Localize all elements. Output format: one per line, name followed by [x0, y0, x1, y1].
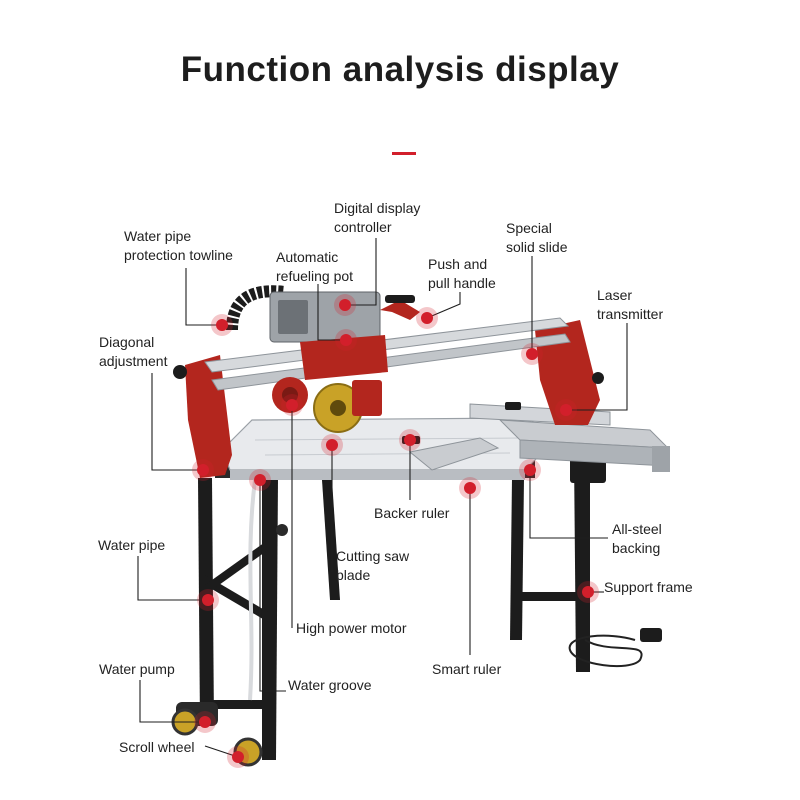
label-water-groove: Water groove — [288, 676, 372, 695]
marker-scroll-wheel — [232, 751, 244, 763]
diagonal-adjustment-knob[interactable] — [173, 365, 187, 379]
label-laser-transmitter: Laser transmitter — [597, 286, 663, 324]
leader-water-pipe-protection-towline — [185, 268, 222, 326]
leader-water-groove — [259, 480, 286, 692]
label-water-pump: Water pump — [99, 660, 175, 679]
page-title: Function analysis display — [180, 50, 620, 89]
marker-push-and-pull-handle — [421, 312, 433, 324]
marker-backer-ruler — [404, 434, 416, 446]
marker-smart-ruler — [464, 482, 476, 494]
marker-laser-transmitter — [560, 404, 572, 416]
label-line: All-steel — [612, 521, 662, 537]
power-cable — [568, 634, 643, 667]
label-line: controller — [334, 219, 392, 235]
label-line: Water pipe — [98, 537, 166, 553]
marker-cutting-saw-blade — [326, 439, 338, 451]
label-support-frame: Support frame — [604, 578, 693, 597]
power-plug — [640, 628, 662, 642]
marker-automatic-refueling-pot — [340, 334, 352, 346]
leader-water-pipe — [137, 556, 208, 601]
label-line: High power motor — [296, 620, 407, 636]
label-line: Automatic — [276, 249, 339, 265]
tow-chain — [226, 285, 286, 331]
label-line: Special — [506, 220, 552, 236]
leader-water-pump — [139, 680, 205, 723]
label-line: blade — [336, 567, 371, 583]
label-all-steel-backing: All-steel backing — [612, 520, 662, 558]
label-diagonal-adjustment: Diagonal adjustment — [99, 333, 167, 371]
slide-rails — [204, 317, 571, 391]
label-cutting-saw-blade: Cutting saw blade — [336, 547, 409, 585]
callout-markers — [192, 294, 599, 768]
marker-water-pipe-protection-towline — [216, 319, 228, 331]
marker-diagonal-adjustment — [197, 464, 209, 476]
marker-special-solid-slide — [526, 348, 538, 360]
label-line: pull handle — [428, 275, 496, 291]
leader-all-steel-backing — [529, 470, 608, 539]
water-pipe-tube — [248, 479, 257, 701]
marker-support-frame — [582, 586, 594, 598]
label-special-solid-slide: Special solid slide — [506, 219, 567, 257]
marker-water-pump — [199, 716, 211, 728]
label-line: Backer ruler — [374, 505, 450, 521]
leader-digital-display-controller — [345, 238, 377, 306]
marker-digital-display-controller — [339, 299, 351, 311]
leader-lines — [137, 238, 628, 758]
ruler-clamp[interactable] — [505, 402, 521, 410]
marker-water-groove — [254, 474, 266, 486]
label-digital-display-controller: Digital display controller — [334, 199, 420, 237]
label-high-power-motor: High power motor — [296, 619, 407, 638]
label-line: Water pump — [99, 661, 175, 677]
label-line: Water groove — [288, 677, 372, 693]
label-line: Laser — [597, 287, 633, 303]
label-line: Diagonal — [99, 334, 155, 350]
label-line: refueling pot — [276, 268, 354, 284]
label-line: transmitter — [597, 306, 664, 322]
leader-automatic-refueling-pot — [317, 284, 346, 341]
marker-high-power-motor — [286, 399, 298, 411]
label-automatic-refueling-pot: Automatic refueling pot — [276, 248, 353, 286]
leader-push-and-pull-handle — [426, 292, 461, 319]
label-water-pipe-protection-towline: Water pipe protection towline — [124, 227, 233, 265]
marker-all-steel-backing — [524, 464, 536, 476]
leader-diagonal-adjustment — [151, 373, 203, 471]
support-frame-structure — [198, 445, 606, 760]
label-line: Push and — [428, 256, 488, 272]
cutting-table — [221, 417, 551, 480]
label-push-and-pull-handle: Push and pull handle — [428, 255, 496, 293]
label-backer-ruler: Backer ruler — [374, 504, 449, 523]
label-scroll-wheel: Scroll wheel — [119, 738, 194, 757]
laser-knob[interactable] — [592, 372, 604, 384]
label-line: Cutting saw — [336, 548, 410, 564]
label-line: Smart ruler — [432, 661, 502, 677]
label-line: Water pipe — [124, 228, 192, 244]
label-line: protection towline — [124, 247, 233, 263]
label-water-pipe: Water pipe — [98, 536, 165, 555]
label-line: Scroll wheel — [119, 739, 195, 755]
label-line: Digital display — [334, 200, 421, 216]
label-line: Support frame — [604, 579, 693, 595]
label-line: adjustment — [99, 353, 168, 369]
label-line: backing — [612, 540, 661, 556]
label-line: solid slide — [506, 239, 568, 255]
marker-water-pipe — [202, 594, 214, 606]
title-underline — [392, 152, 416, 155]
label-smart-ruler: Smart ruler — [432, 660, 501, 679]
leader-laser-transmitter — [566, 323, 628, 411]
